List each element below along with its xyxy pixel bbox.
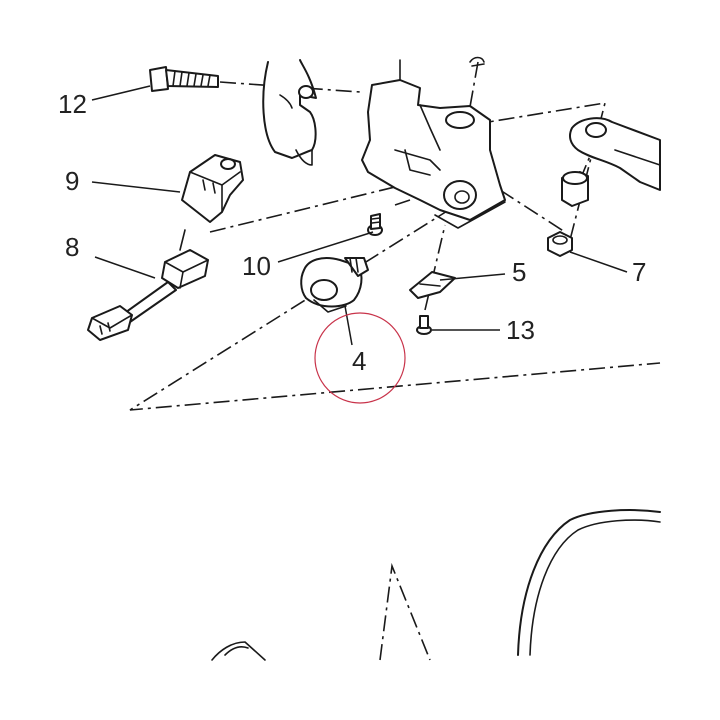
callout-4: 4 bbox=[352, 346, 366, 376]
callout-9: 9 bbox=[65, 166, 79, 196]
part-8-sensor bbox=[87, 229, 209, 341]
callout-13: 13 bbox=[506, 315, 535, 345]
clamp-half bbox=[262, 59, 317, 166]
top-stud bbox=[469, 56, 485, 67]
callout-8: 8 bbox=[65, 232, 79, 262]
callout-labels: 12 9 8 10 5 7 13 4 bbox=[58, 89, 646, 376]
part-13-screw bbox=[416, 315, 432, 335]
part-5-clip bbox=[409, 271, 456, 299]
part-12-bolt bbox=[149, 66, 219, 92]
callout-7: 7 bbox=[632, 257, 646, 287]
highlight-circle bbox=[314, 312, 406, 404]
part-4-fitting bbox=[300, 257, 369, 313]
linkage-arm bbox=[561, 117, 661, 207]
leader-lines bbox=[91, 85, 628, 346]
main-bracket bbox=[361, 59, 506, 229]
part-10-screw bbox=[367, 213, 383, 236]
callout-10: 10 bbox=[242, 251, 271, 281]
callout-5: 5 bbox=[512, 257, 526, 287]
part-9-bracket bbox=[181, 154, 244, 223]
lower-parts-partial bbox=[211, 509, 661, 661]
part-7-nut bbox=[547, 231, 573, 257]
callout-12: 12 bbox=[58, 89, 87, 119]
